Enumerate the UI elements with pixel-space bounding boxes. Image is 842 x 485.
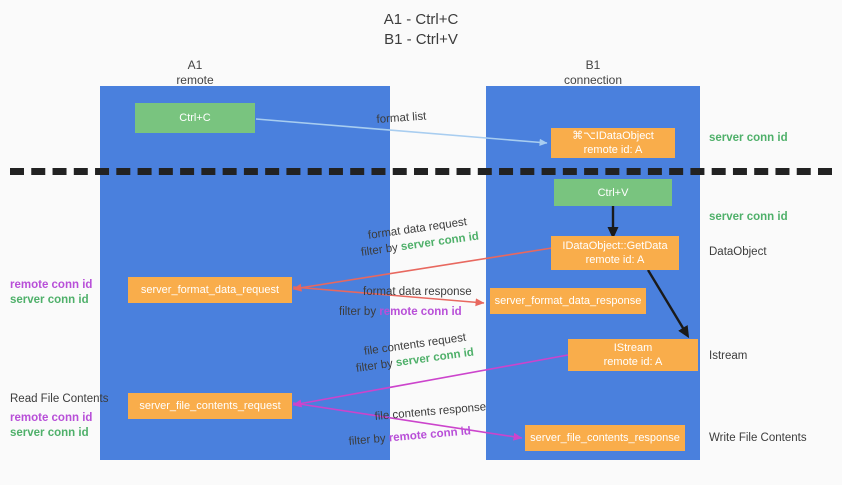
left-label-server-conn-id-1: server conn id [10, 294, 89, 306]
box-server-file-contents-request-label: server_file_contents_request [139, 400, 281, 412]
right-label-istream: Istream [709, 350, 748, 362]
filter-prefix-2: filter by [339, 306, 380, 318]
left-label-remote-conn-id-2: remote conn id [10, 412, 93, 424]
right-label-server-conn-id-1: server conn id [709, 132, 788, 144]
box-server-format-data-response[interactable]: server_format_data_response [490, 288, 646, 314]
box-idataobject-getdata-line-1: IDataObject::GetData [562, 240, 668, 252]
lane-header-b1-sub: connection [563, 73, 623, 87]
title-line-1: A1 - Ctrl+C [383, 11, 459, 28]
left-label-remote-conn-id-1: remote conn id [10, 279, 93, 291]
box-server-file-contents-request[interactable]: server_file_contents_request [128, 393, 292, 419]
box-server-format-data-request-label: server_format_data_request [140, 284, 280, 296]
page-title: A1 - Ctrl+C B1 - Ctrl+V [0, 10, 842, 50]
lane-header-a1-sub: remote [176, 73, 214, 87]
filter-value-remote-conn-id-2: remote conn id [388, 425, 472, 445]
edge-label-format-data-response-filter: filter by remote conn id [339, 304, 462, 320]
box-idataobject-getdata[interactable]: IDataObject::GetData remote id: A [551, 236, 679, 270]
lane-header-a1-name: A1 [187, 58, 203, 72]
left-label-conn-id-group-2: remote conn id server conn id [10, 411, 92, 441]
filter-prefix-3: filter by [355, 357, 397, 375]
right-label-dataobject: DataObject [709, 246, 767, 258]
box-server-format-data-request[interactable]: server_format_data_request [128, 277, 292, 303]
lane-header-b1: B1 connection [498, 58, 688, 88]
edge-label-format-data-response: format data response [363, 286, 472, 298]
title-line-2: B1 - Ctrl+V [384, 31, 458, 48]
box-server-file-contents-response-label: server_file_contents_response [530, 432, 680, 444]
filter-prefix-4: filter by [348, 432, 390, 448]
box-istream[interactable]: IStream remote id: A [568, 339, 698, 371]
box-idataobject-getdata-line-2: remote id: A [585, 254, 645, 266]
edge-label-format-list: format list [376, 110, 427, 126]
box-istream-line-1: IStream [613, 342, 653, 354]
box-idataobject-line-1: ⌘⌥IDataObject [572, 130, 654, 142]
left-label-read-file-contents: Read File Contents [10, 393, 109, 405]
phase-divider [10, 168, 832, 175]
right-label-server-conn-id-2: server conn id [709, 211, 788, 223]
right-label-write-file-contents: Write File Contents [709, 432, 807, 444]
box-ctrl-v-label: Ctrl+V [597, 186, 629, 199]
left-label-server-conn-id-2: server conn id [10, 427, 89, 439]
box-istream-line-2: remote id: A [603, 356, 663, 368]
box-server-file-contents-response[interactable]: server_file_contents_response [525, 425, 685, 451]
box-server-format-data-response-label: server_format_data_response [494, 295, 642, 307]
box-ctrl-v[interactable]: Ctrl+V [554, 179, 672, 206]
filter-value-remote-conn-id-1: remote conn id [379, 306, 462, 318]
box-idataobject-line-2: remote id: A [583, 144, 643, 156]
left-label-conn-id-group-1: remote conn id server conn id [10, 278, 92, 308]
box-idataobject[interactable]: ⌘⌥IDataObject remote id: A [551, 128, 675, 158]
filter-prefix-1: filter by [360, 241, 402, 259]
box-ctrl-c-label: Ctrl+C [179, 112, 211, 124]
lane-header-b1-name: B1 [585, 58, 601, 72]
lane-header-a1: A1 remote [100, 58, 290, 88]
edge-label-file-contents-response: file contents response [374, 401, 487, 423]
box-ctrl-c[interactable]: Ctrl+C [135, 103, 255, 133]
